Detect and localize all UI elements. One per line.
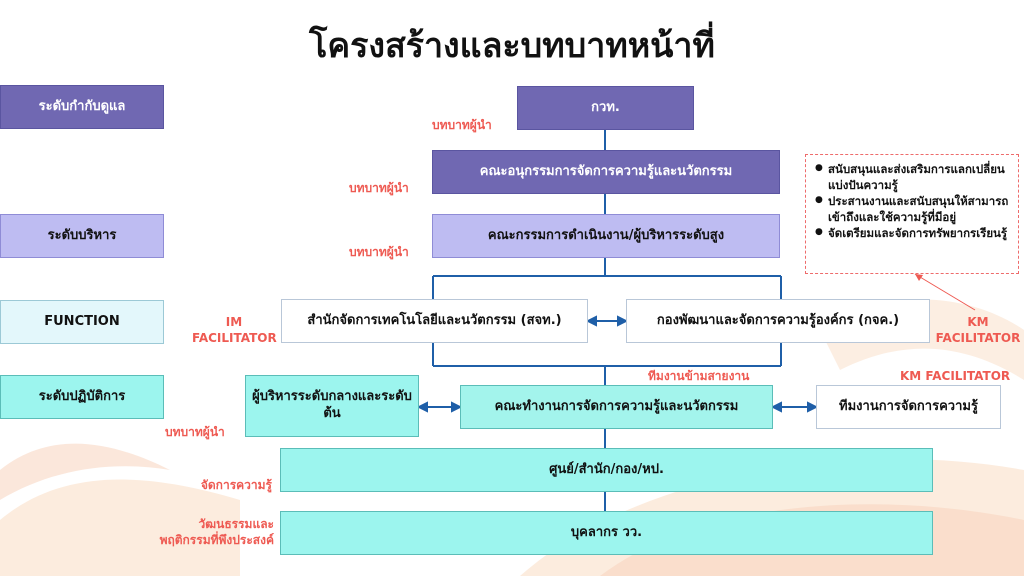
km-working-group-box: คณะทำงานการจัดการความรู้และนวัตกรรม [460,385,773,429]
page-title: โครงสร้างและบทบาทหน้าที่ [309,26,715,66]
level-governance: ระดับกำกับดูแล [0,85,164,129]
middle-managers-label: ผู้บริหารระดับกลางและระดับต้น [252,389,412,421]
km-subcommittee-label: คณะอนุกรรมการจัดการความรู้และนวัตกรรม [479,163,733,179]
leader-role-label-1: บทบาทผู้นำ [432,118,492,132]
manage-knowledge-label: จัดการความรู้ [200,478,272,492]
level-management-label: ระดับบริหาร [47,227,117,243]
km-subcommittee-box: คณะอนุกรรมการจัดการความรู้และนวัตกรรม [432,150,780,194]
staff-label: บุคลากร วว. [570,524,643,540]
units-box: ศูนย์/สำนัก/กอง/หป. [280,448,933,492]
note-list: สนับสนุนและส่งเสริมการแลกเปลี่ยนแบ่งปันค… [814,162,1012,242]
exec-committee-label: คณะกรรมการดำเนินงาน/ผู้บริหารระดับสูง [487,227,725,243]
km-working-group-label: คณะทำงานการจัดการความรู้และนวัตกรรม [494,398,739,414]
exec-committee-box: คณะกรรมการดำเนินงาน/ผู้บริหารระดับสูง [432,214,780,258]
leader-role-label-4: บทบาทผู้นำ [165,425,225,439]
kwt-box: กวท. [517,86,694,130]
level-governance-label: ระดับกำกับดูแล [38,98,126,114]
level-function-label: FUNCTION [44,313,120,329]
staff-box: บุคลากร วว. [280,511,933,555]
im-facilitator-label: IM FACILITATOR [192,315,277,345]
km-facilitator-note: สนับสนุนและส่งเสริมการแลกเปลี่ยนแบ่งปันค… [805,154,1019,274]
level-operation: ระดับปฏิบัติการ [0,375,164,419]
note-item: จัดเตรียมและจัดการทรัพยากรเรียนรู้ [815,226,1012,242]
km-team-label: ทีมงานการจัดการความรู้ [839,398,978,414]
level-function: FUNCTION [0,300,164,344]
units-label: ศูนย์/สำนัก/กอง/หป. [549,461,664,477]
tech-office-label: สำนักจัดการเทคโนโลยีและนวัตกรรม (สจท.) [307,312,562,328]
note-item: ประสานงานและสนับสนุนให้สามารถเข้าถึงและใ… [815,194,1012,225]
km-facilitator-label-2: KM FACILITATOR [900,369,1011,383]
km-team-box: ทีมงานการจัดการความรู้ [816,385,1001,429]
leader-role-label-3: บทบาทผู้นำ [349,245,409,259]
note-item: สนับสนุนและส่งเสริมการแลกเปลี่ยนแบ่งปันค… [815,162,1012,193]
level-operation-label: ระดับปฏิบัติการ [38,388,126,404]
org-dev-division-label: กองพัฒนาและจัดการความรู้องค์กร (กจค.) [656,312,900,328]
kwt-box-label: กวท. [591,99,620,115]
leader-role-label-2: บทบาทผู้นำ [349,181,409,195]
culture-label: วัฒนธรรมและ พฤติกรรมที่พึงประสงค์ [159,517,274,547]
level-management: ระดับบริหาร [0,214,164,258]
middle-managers-box: ผู้บริหารระดับกลางและระดับต้น [245,375,419,437]
km-facilitator-label-1: KM FACILITATOR [935,315,1021,345]
tech-office-box: สำนักจัดการเทคโนโลยีและนวัตกรรม (สจท.) [281,299,588,343]
cross-team-label: ทีมงานข้ามสายงาน [648,369,750,383]
org-dev-division-box: กองพัฒนาและจัดการความรู้องค์กร (กจค.) [626,299,930,343]
